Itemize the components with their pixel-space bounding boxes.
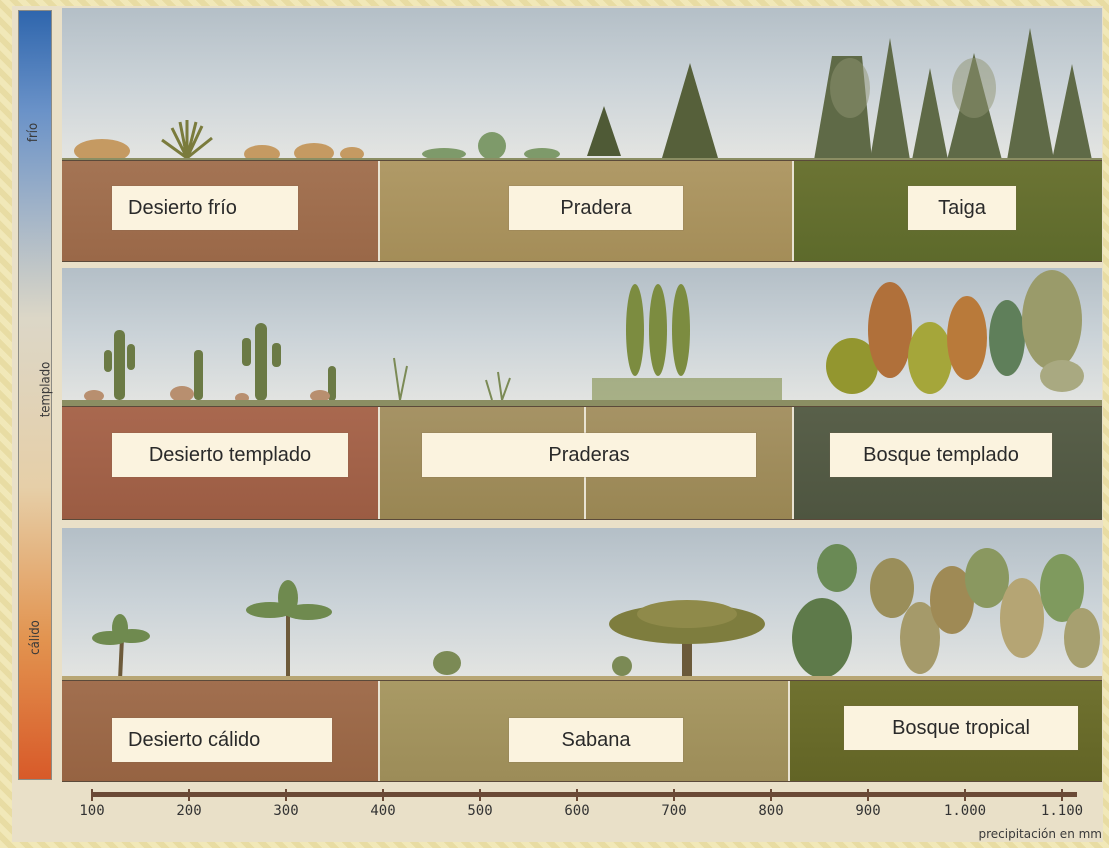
axis-tick-mark <box>382 789 384 801</box>
axis-tick-label: 600 <box>564 803 589 819</box>
row-hot: Desierto cálido Sabana Bosque tropical <box>62 528 1102 783</box>
row-cold: Desierto frío Pradera Taiga <box>62 8 1102 263</box>
axis-tick-label: 200 <box>176 803 201 819</box>
biome-label-savanna: Sabana <box>509 718 683 762</box>
axis-tick-mark <box>479 789 481 801</box>
hot-vegetation-illustration <box>62 528 1102 683</box>
axis-tick-mark <box>673 789 675 801</box>
axis-tick-mark <box>964 789 966 801</box>
axis-tick-label: 800 <box>758 803 783 819</box>
axis-title: precipitación en mm <box>979 827 1103 841</box>
axis-tick-mark <box>867 789 869 801</box>
biome-label-cold-desert: Desierto frío <box>112 186 298 230</box>
axis-tick-mark <box>91 789 93 801</box>
axis-tick-mark <box>188 789 190 801</box>
temperate-vegetation-illustration <box>62 268 1102 408</box>
precipitation-axis: 100 200 300 400 500 600 700 800 900 1.000 1.100 pr… <box>62 785 1102 841</box>
axis-tick-mark <box>1061 789 1063 801</box>
axis-tick-mark <box>770 789 772 801</box>
temp-label-cold: frío <box>18 125 50 140</box>
axis-tick-mark <box>285 789 287 801</box>
biome-label-hot-desert: Desierto cálido <box>112 718 332 762</box>
axis-tick-label: 500 <box>467 803 492 819</box>
biome-label-taiga: Taiga <box>908 186 1016 230</box>
temp-label-temperate: templado <box>18 382 50 397</box>
biome-label-temperate-prairies: Praderas <box>422 433 756 477</box>
cold-vegetation-illustration <box>62 8 1102 163</box>
axis-tick-label: 300 <box>273 803 298 819</box>
axis-tick-label: 400 <box>370 803 395 819</box>
temp-label-hot: cálido <box>18 630 50 645</box>
axis-tick-label: 1.100 <box>1041 803 1083 819</box>
axis-tick-label: 100 <box>79 803 104 819</box>
axis-tick-mark <box>576 789 578 801</box>
biome-label-temperate-forest: Bosque templado <box>830 433 1052 477</box>
axis-tick-label: 1.000 <box>944 803 986 819</box>
axis-tick-label: 900 <box>855 803 880 819</box>
axis-line <box>92 792 1077 797</box>
axis-tick-label: 700 <box>661 803 686 819</box>
biome-label-tropical-forest: Bosque tropical <box>844 706 1078 750</box>
row-temperate: Desierto templado Praderas Bosque templa… <box>62 268 1102 523</box>
biome-label-temperate-desert: Desierto templado <box>112 433 348 477</box>
biome-label-cold-prairie: Pradera <box>509 186 683 230</box>
